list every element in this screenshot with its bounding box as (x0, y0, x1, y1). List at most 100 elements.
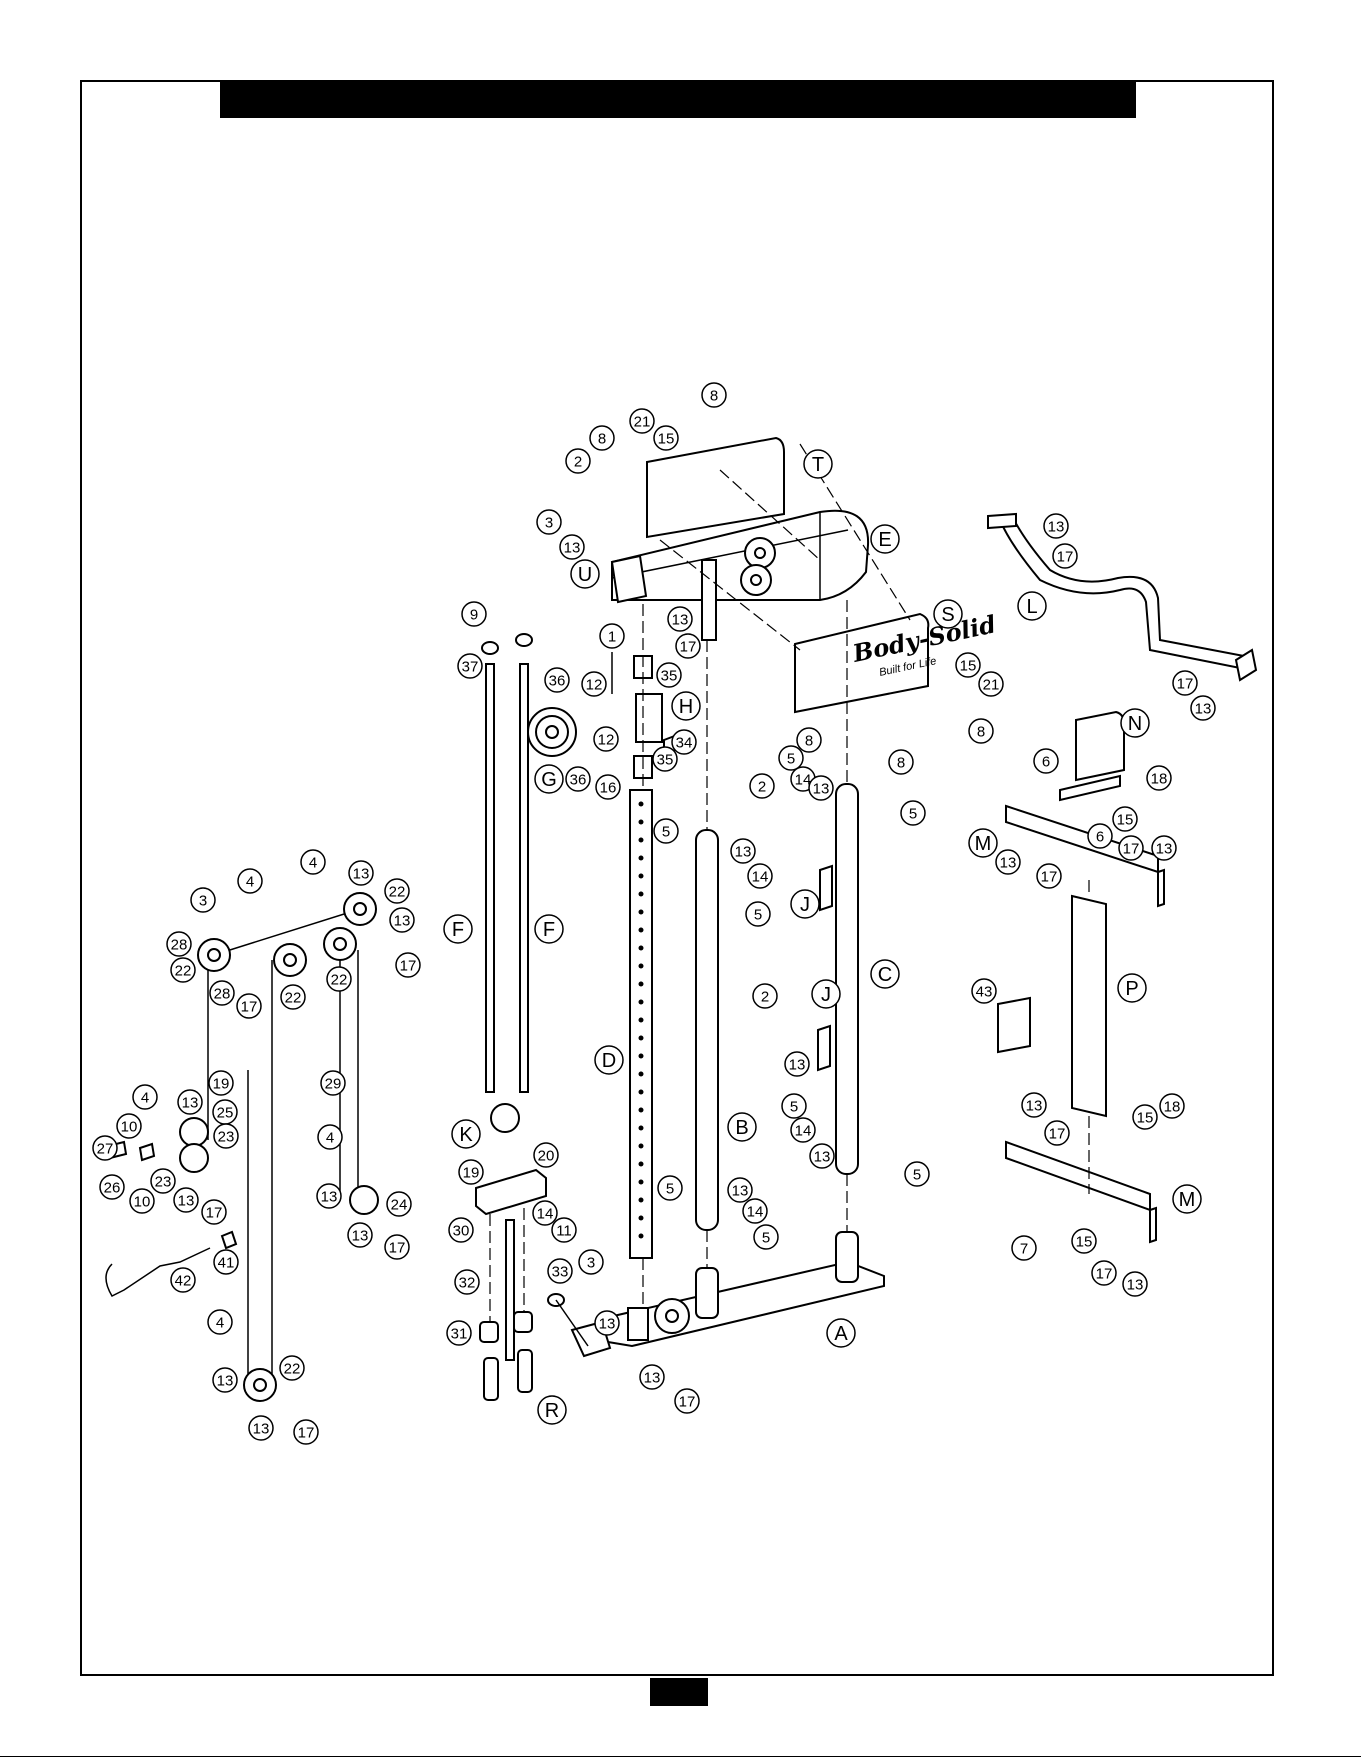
callout-label: 17 (1041, 869, 1058, 886)
title-bar (220, 82, 1136, 118)
callout-32: 32 (454, 1269, 480, 1295)
callout-label: 25 (217, 1105, 234, 1122)
callout-17: 17 (201, 1199, 227, 1225)
cable-assembly (105, 892, 379, 1402)
callout-E: E (870, 524, 900, 554)
callout-label: K (459, 1124, 473, 1146)
callout-2: 2 (752, 983, 778, 1009)
callout-8: 8 (888, 749, 914, 775)
bumper-right (513, 1311, 533, 1333)
callout-15: 15 (1071, 1228, 1097, 1254)
bottom-rule (0, 1756, 1361, 1757)
callout-13: 13 (559, 534, 585, 560)
callout-label: 36 (570, 772, 587, 789)
callout-label: 13 (1127, 1277, 1144, 1294)
callout-14: 14 (742, 1198, 768, 1224)
callout-label: R (545, 1400, 559, 1422)
callout-17: 17 (1172, 670, 1198, 696)
callout-14: 14 (532, 1200, 558, 1226)
callout-label: 13 (789, 1057, 806, 1074)
top-crossbar (611, 509, 870, 601)
callout-label: 13 (735, 844, 752, 861)
callout-label: 15 (1137, 1110, 1154, 1127)
callout-label: 23 (155, 1174, 172, 1191)
callout-label: 35 (657, 752, 674, 769)
stirrup-handle (105, 1247, 211, 1297)
callout-label: 13 (564, 540, 581, 557)
callout-label: 5 (790, 1099, 798, 1116)
bracket-J-lower (817, 1024, 831, 1072)
callout-label: 19 (463, 1165, 480, 1182)
callout-T: T (803, 449, 833, 479)
callout-G: G (534, 764, 564, 794)
callout-label: 17 (679, 1394, 696, 1411)
callout-17: 17 (674, 1388, 700, 1414)
callout-label: 36 (549, 673, 566, 690)
callout-17: 17 (675, 633, 701, 659)
callout-label: 4 (141, 1090, 149, 1107)
callout-label: N (1128, 713, 1142, 735)
callout-13: 13 (784, 1051, 810, 1077)
callout-5: 5 (745, 901, 771, 927)
spacer-left (483, 1357, 499, 1401)
callout-36: 36 (544, 667, 570, 693)
callout-M: M (1172, 1184, 1202, 1214)
callout-label: 2 (758, 779, 766, 796)
callout-36: 36 (565, 766, 591, 792)
callout-label: 37 (462, 659, 479, 676)
callout-12: 12 (581, 671, 607, 697)
callout-27: 27 (92, 1135, 118, 1161)
pulley-23-b (179, 1143, 209, 1173)
callout-label: 8 (598, 431, 606, 448)
callout-label: H (679, 696, 693, 718)
pad-N-bracket (1059, 774, 1121, 802)
callout-label: 35 (661, 668, 678, 685)
bar-end-left (987, 512, 1017, 530)
callout-H: H (671, 691, 701, 721)
callout-13: 13 (1043, 513, 1069, 539)
callout-label: 13 (599, 1316, 616, 1333)
callout-22: 22 (279, 1355, 305, 1381)
callout-label: 18 (1151, 771, 1168, 788)
rod-cap-left (481, 641, 499, 655)
callout-label: 17 (1049, 1126, 1066, 1143)
callout-24: 24 (386, 1191, 412, 1217)
callout-17: 17 (1052, 543, 1078, 569)
callout-30: 30 (448, 1217, 474, 1243)
callout-13: 13 (347, 1222, 373, 1248)
callout-42: 42 (170, 1267, 196, 1293)
pad-N (1075, 710, 1125, 782)
callout-label: 5 (754, 907, 762, 924)
callout-28: 28 (209, 980, 235, 1006)
callout-label: 17 (1057, 549, 1074, 566)
callout-label: 17 (389, 1240, 406, 1257)
callout-41: 41 (213, 1249, 239, 1275)
callout-label: 4 (326, 1130, 334, 1147)
callout-label: 2 (574, 454, 582, 471)
callout-U: U (570, 559, 600, 589)
callout-17: 17 (293, 1419, 319, 1445)
callout-label: 22 (284, 1361, 301, 1378)
callout-A: A (826, 1318, 856, 1348)
callout-label: 41 (218, 1255, 235, 1272)
callout-F: F (534, 914, 564, 944)
bumper-left (479, 1321, 499, 1343)
callout-13: 13 (667, 606, 693, 632)
callout-label: 4 (309, 855, 317, 872)
callout-5: 5 (778, 745, 804, 771)
pulley-23-a (179, 1117, 209, 1147)
callout-22: 22 (384, 878, 410, 904)
callout-label: 7 (1020, 1241, 1028, 1258)
pulley-housing (635, 693, 663, 743)
callout-label: 11 (556, 1223, 572, 1240)
callout-label: 33 (552, 1264, 569, 1281)
callout-21: 21 (978, 671, 1004, 697)
callout-15: 15 (1112, 806, 1138, 832)
callout-D: D (594, 1045, 624, 1075)
callout-2: 2 (565, 448, 591, 474)
pulley-24 (349, 1185, 379, 1215)
callout-label: 31 (451, 1326, 468, 1343)
main-frame-assembly: Body-Solid Built for Life (527, 436, 999, 1358)
callout-10: 10 (129, 1188, 155, 1214)
